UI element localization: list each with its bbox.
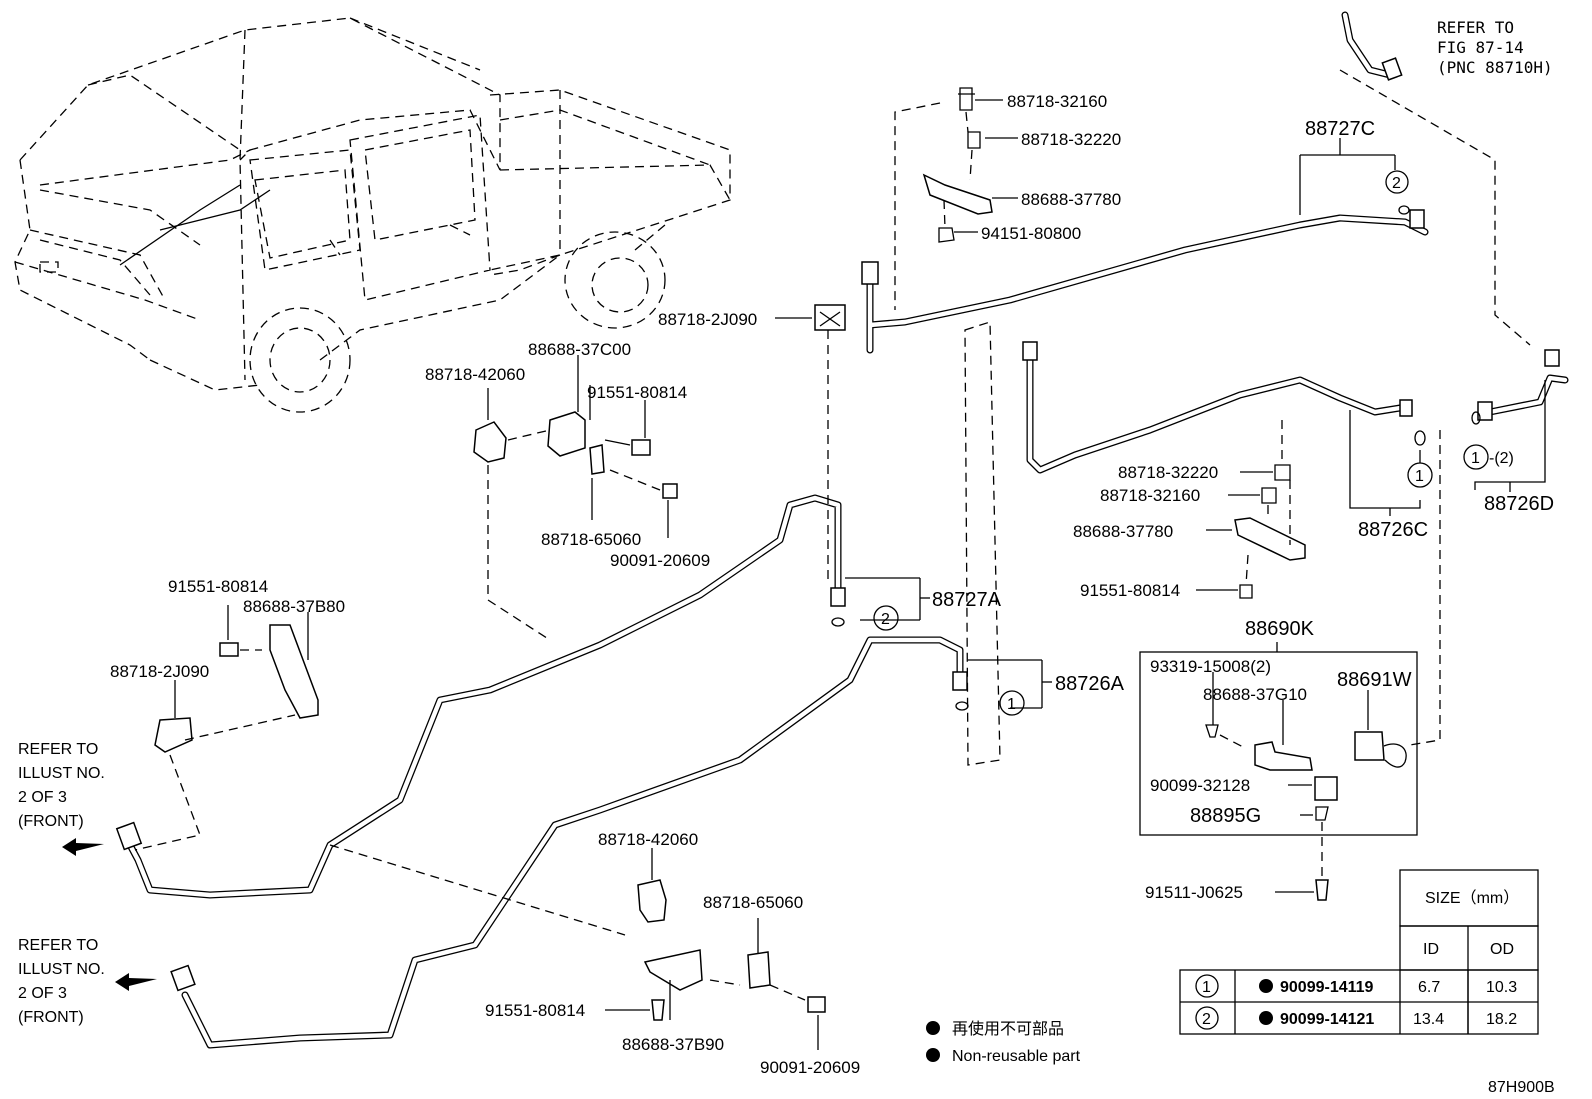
label-91551-80814-left: 91551-80814 — [168, 577, 268, 596]
label-88718-42060-b: 88718-42060 — [598, 830, 698, 849]
truck-outline-illustration — [14, 17, 731, 413]
size-row-1-part: 90099-14119 — [1280, 979, 1374, 996]
refer-front-1-line-2: ILLUST NO. — [18, 765, 105, 782]
label-88718-32160-mid: 88718-32160 — [1100, 486, 1200, 505]
label-88727C: 88727C — [1305, 118, 1375, 140]
ring-ref-2-icon — [1195, 1006, 1219, 1030]
ring-88726C: 1 — [1415, 468, 1424, 485]
label-88718-32220-top: 88718-32220 — [1021, 130, 1121, 149]
label-94151-80800: 94151-80800 — [981, 224, 1081, 243]
size-row-2-ref: 2 — [1202, 1011, 1211, 1028]
refer-fig-line-1: REFER TO — [1437, 18, 1514, 37]
size-row-1-id: 6.7 — [1418, 979, 1440, 996]
size-table-title: SIZE（mm） — [1425, 889, 1519, 907]
bracket-group-88688-37B80 — [134, 605, 319, 851]
label-88726A: 88726A — [1055, 673, 1125, 695]
refer-front-2-line-3: 2 OF 3 — [18, 985, 67, 1002]
label-93319-15008: 93319-15008(2) — [1150, 657, 1271, 676]
label-88895G: 88895G — [1190, 805, 1261, 827]
non-reusable-bullet-icon — [1259, 1011, 1273, 1025]
non-reusable-bullet-icon — [926, 1021, 940, 1035]
pipe-88727C — [861, 69, 1531, 354]
label-88688-37G10: 88688-37G10 — [1203, 685, 1307, 704]
label-88718-65060-a: 88718-65060 — [541, 530, 641, 549]
label-90099-32128: 90099-32128 — [1150, 776, 1250, 795]
ring-88726D: 1 — [1471, 450, 1480, 467]
label-88726D: 88726D — [1484, 493, 1554, 515]
non-reusable-bullet-icon — [1259, 979, 1273, 993]
refer-fig-line-3: (PNC 88710H) — [1437, 58, 1553, 77]
label-88718-2J090-top: 88718-2J090 — [658, 310, 757, 329]
ring-88727A: 2 — [881, 611, 890, 628]
clip-group-88688-37C00 — [473, 355, 678, 641]
label-88718-2J090-left: 88718-2J090 — [110, 662, 209, 681]
label-91511-J0625: 91511-J0625 — [1145, 883, 1243, 902]
label-88688-37780-top: 88688-37780 — [1021, 190, 1121, 209]
label-91551-80814-mid: 91551-80814 — [1080, 581, 1180, 600]
label-88718-32220-mid: 88718-32220 — [1118, 463, 1218, 482]
size-row-1-od: 10.3 — [1486, 979, 1517, 996]
size-row-2-od: 18.2 — [1486, 1011, 1517, 1028]
refer-front-1-line-4: (FRONT) — [18, 813, 84, 830]
label-88688-37B80: 88688-37B80 — [243, 597, 345, 616]
label-88726C: 88726C — [1358, 519, 1428, 541]
label-88688-37C00: 88688-37C00 — [528, 340, 631, 359]
assembly-88690K — [1139, 642, 1418, 901]
label-90091-20609-b: 90091-20609 — [760, 1058, 860, 1077]
pipe-88727A — [115, 315, 930, 899]
size-table-col-id: ID — [1423, 941, 1439, 958]
clip-group-88688-37B90 — [329, 844, 826, 1050]
mid-right-bracket-group — [1196, 420, 1306, 599]
top-bracket-group — [894, 87, 1018, 310]
arrow-refer-front-2-icon — [115, 973, 157, 991]
size-row-1-ref: 1 — [1202, 979, 1211, 996]
pipe-88726A — [170, 636, 1052, 1049]
legend-non-reusable-en: Non-reusable part — [952, 1048, 1081, 1065]
refer-front-1-line-3: 2 OF 3 — [18, 789, 67, 806]
figure-code: 87H900B — [1488, 1079, 1555, 1096]
label-88688-37780-mid: 88688-37780 — [1073, 522, 1173, 541]
non-reusable-bullet-icon — [926, 1048, 940, 1062]
pipe-refer-fig-87-14 — [1341, 11, 1403, 81]
refer-front-2-line-2: ILLUST NO. — [18, 961, 105, 978]
arrow-refer-front-1-icon — [62, 838, 104, 856]
refer-front-2-line-1: REFER TO — [18, 937, 98, 954]
refer-fig-line-2: FIG 87-14 — [1437, 38, 1524, 57]
pipe-88726C — [964, 321, 1569, 766]
legend-non-reusable-jp: 再使用不可部品 — [952, 1020, 1064, 1038]
clip-88718-2J090-top — [775, 304, 846, 331]
label-91551-80814-a: 91551-80814 — [587, 383, 687, 402]
label-88691W: 88691W — [1337, 669, 1412, 691]
size-table-col-od: OD — [1490, 941, 1514, 958]
label-88690K: 88690K — [1245, 618, 1315, 640]
label-88718-32160-top: 88718-32160 — [1007, 92, 1107, 111]
label-88688-37B90: 88688-37B90 — [622, 1035, 724, 1054]
ring-ref-1-icon — [1195, 974, 1219, 998]
label-88727A: 88727A — [932, 589, 1002, 611]
label-88718-65060-b: 88718-65060 — [703, 893, 803, 912]
label-90091-20609-a: 90091-20609 — [610, 551, 710, 570]
ring-88726A: 1 — [1007, 696, 1016, 713]
ring-88726D-suffix: -(2) — [1489, 450, 1514, 467]
label-88718-42060-a: 88718-42060 — [425, 365, 525, 384]
size-table: SIZE（mm） ID OD 1 90099-14119 6.7 10.3 2 … — [1179, 869, 1539, 1035]
refer-front-2-line-4: (FRONT) — [18, 1009, 84, 1026]
ring-88727C: 2 — [1392, 175, 1401, 192]
size-row-2-id: 13.4 — [1413, 1011, 1444, 1028]
size-row-2-part: 90099-14121 — [1280, 1011, 1374, 1028]
label-91551-80814-b: 91551-80814 — [485, 1001, 585, 1020]
refer-front-1-line-1: REFER TO — [18, 741, 98, 758]
